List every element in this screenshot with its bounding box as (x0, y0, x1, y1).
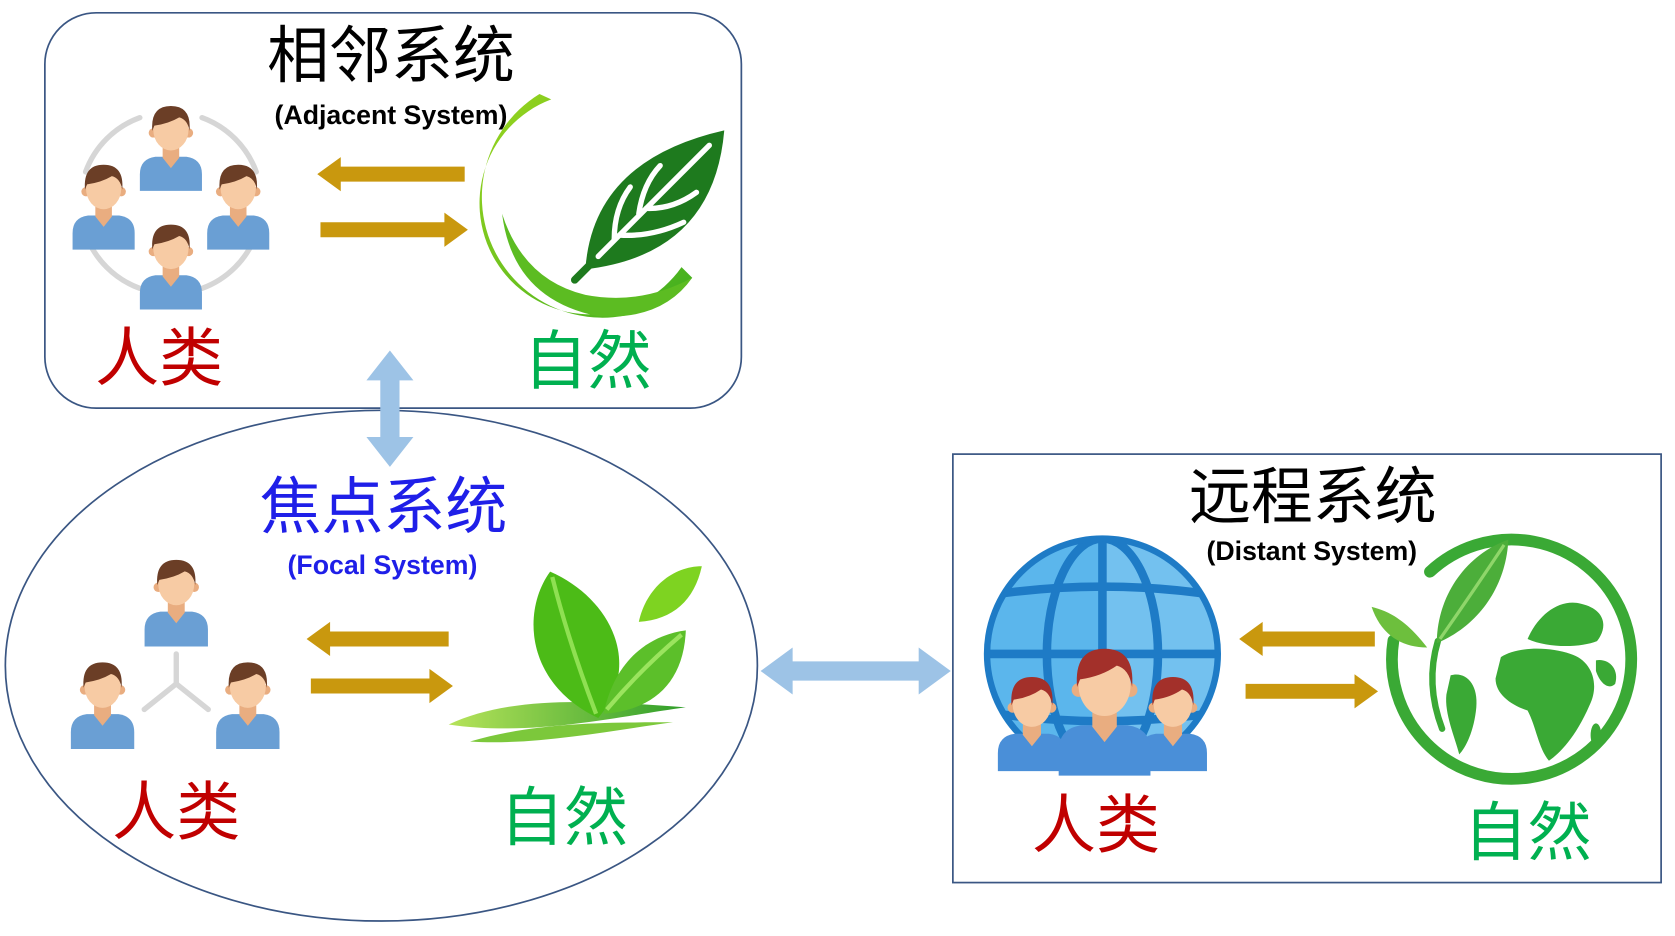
leaf-vein (643, 189, 700, 212)
sprout-large-leaf-vein (1438, 544, 1506, 640)
distant-title: 远程系统 (1189, 460, 1437, 533)
large-leaf (533, 571, 620, 719)
focal-human-label: 人类 (112, 776, 240, 850)
adjacent-nature-label: 自然 (523, 326, 651, 400)
leaf-vein (636, 162, 663, 217)
people-circle-icon (72, 105, 270, 310)
distant-nature-label: 自然 (1463, 797, 1591, 871)
ring-arc (82, 114, 143, 175)
exchange-arrow-right (1245, 674, 1379, 709)
island-madagascar (1590, 723, 1602, 747)
crescent-arc-thick (502, 213, 693, 317)
earth-ring (1386, 533, 1638, 785)
adjacent-human-label: 人类 (95, 322, 223, 396)
network-link (173, 681, 211, 713)
network-links (141, 651, 211, 713)
leaf-vein (611, 184, 633, 243)
ring-arc (199, 114, 259, 175)
distant-subtitle: (Distant System) (1207, 536, 1418, 566)
sprout-small-leaf (1371, 606, 1428, 648)
large-leaf-midrib (550, 576, 599, 715)
leaf-midrib (595, 142, 712, 260)
small-leaf (638, 566, 702, 622)
leaf-stem (570, 252, 602, 284)
focal-nature-label: 自然 (500, 782, 628, 856)
earth-sprout-icon (1371, 533, 1638, 785)
leaf-veins (595, 142, 712, 260)
sprout-stem (1429, 637, 1446, 732)
adjacent-subtitle: (Adjacent System) (275, 100, 508, 130)
leaf-crescent-icon (479, 94, 725, 318)
adjacent-title: 相邻系统 (267, 19, 515, 92)
distant-system: 远程系统 (Distant System) (983, 460, 1638, 871)
adjacent-focal-double-arrow (366, 350, 414, 467)
leaves-plant-icon (448, 566, 702, 743)
exchange-arrow-right (310, 668, 453, 704)
globe-people-icon (983, 535, 1221, 776)
focal-distant-double-arrow (760, 647, 951, 695)
network-link (141, 681, 179, 713)
continent-arabia (1595, 660, 1617, 687)
globe-latitude (989, 582, 1216, 601)
leaf-vein (616, 219, 687, 239)
exchange-arrow-left (1239, 621, 1375, 657)
people-network-icon (70, 559, 280, 750)
focal-system: 焦点系统 (Focal System) 人类 自然 (70, 470, 702, 856)
focal-title: 焦点系统 (260, 470, 508, 543)
side-leaf-midrib (605, 633, 683, 711)
continent-europe (1527, 602, 1604, 647)
focal-subtitle: (Focal System) (288, 550, 478, 580)
exchange-arrow-left (306, 621, 449, 657)
distant-human-label: 人类 (1032, 789, 1160, 863)
exchange-arrow-right (320, 212, 468, 247)
adjacent-system: 相邻系统 (Adjacent System) (72, 19, 725, 400)
exchange-arrow-left (317, 157, 465, 192)
swoosh-thin (470, 722, 673, 743)
continent-americas (1446, 674, 1477, 755)
continent-africa (1495, 648, 1595, 761)
